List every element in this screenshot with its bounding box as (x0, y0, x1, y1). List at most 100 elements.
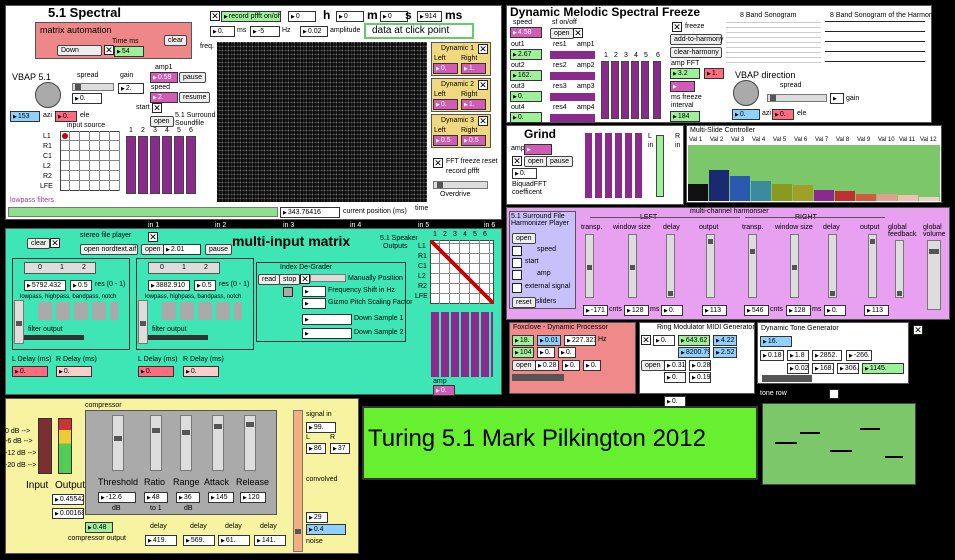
value[interactable]: 0. (661, 305, 683, 316)
out-value[interactable]: 0. (510, 91, 542, 102)
vbap-dial[interactable] (35, 82, 61, 108)
matrix-clear-toggle[interactable]: ✕ (50, 238, 60, 248)
compressor-output-value[interactable]: 0.48 (85, 522, 113, 533)
tonegen-v5[interactable]: -266. (846, 350, 872, 361)
out-value[interactable]: 0. (510, 112, 542, 123)
filter-2-gain-slider[interactable] (138, 300, 148, 344)
output-value[interactable]: 0.00168 (52, 508, 84, 519)
automation-toggle[interactable]: ✕ (104, 45, 114, 55)
slide-bar[interactable] (814, 190, 834, 201)
amp1-value[interactable]: 0.59 (150, 72, 178, 83)
direction-spread-slider[interactable] (767, 94, 827, 102)
comp-value[interactable]: -12.6 (98, 492, 136, 503)
l-delay-1[interactable]: 0. (12, 366, 48, 377)
ringmod-v9[interactable]: 0.19 (689, 372, 711, 383)
dynamic-2-l[interactable]: 0. (433, 99, 458, 110)
minutes-value[interactable]: 0 (336, 11, 364, 22)
signal-in-value[interactable]: 99. (306, 422, 336, 433)
global-volume-slider[interactable] (927, 240, 941, 310)
stereo-player-toggle[interactable]: ✕ (148, 232, 158, 242)
direction-ele-value[interactable]: 0. (772, 109, 794, 120)
grind-meters[interactable] (585, 133, 645, 198)
filter-1-freq[interactable]: 5792.432 (24, 280, 66, 291)
amp-value[interactable]: 0. (433, 385, 455, 396)
slide-bar[interactable] (898, 195, 918, 201)
speed-value[interactable]: 2. (150, 92, 178, 103)
foxglove-v8[interactable]: 0. (562, 360, 580, 371)
amp-fft-value-2[interactable]: 1. (704, 68, 724, 79)
slide-bar[interactable] (919, 197, 939, 201)
interval-value[interactable]: 184 (670, 111, 700, 122)
slide-bar[interactable] (793, 185, 813, 201)
ringmod-v1[interactable]: 0. (653, 335, 675, 346)
filter-2-freq[interactable]: 3882.910 (148, 280, 190, 291)
overdrive-slider[interactable] (433, 181, 488, 189)
filter-2-icons[interactable] (162, 302, 242, 320)
degrader-toggle[interactable]: ✕ (300, 274, 310, 284)
ele-value[interactable]: 0. (55, 111, 77, 122)
grind-pause-button[interactable]: pause (546, 156, 574, 167)
resume-button[interactable]: resume (179, 92, 211, 103)
slide-bar[interactable] (856, 194, 876, 201)
ringmod-v7[interactable]: 0.28 (689, 360, 711, 371)
dynamic-3-l[interactable]: 0.5 (433, 135, 458, 146)
value[interactable]: 113 (702, 305, 727, 316)
harmonizer-open-button[interactable]: open (512, 233, 536, 244)
harmonizer-amp-toggle[interactable] (512, 270, 522, 280)
ringmod-v8[interactable]: 0. (664, 372, 686, 383)
slider[interactable] (706, 234, 715, 298)
meter[interactable] (150, 136, 160, 194)
start-toggle[interactable]: ✕ (152, 103, 162, 113)
value[interactable]: 546 (744, 305, 769, 316)
filter-1-tab[interactable]: 1 (60, 264, 64, 271)
filter-1-tab[interactable]: 2 (82, 264, 86, 271)
spread-value[interactable]: 0. (72, 93, 102, 104)
delay-value[interactable]: 569. (183, 535, 215, 546)
comp-value[interactable]: 48 (144, 492, 168, 503)
direction-dropdown[interactable]: Down (57, 45, 102, 56)
delay-value[interactable]: 141. (254, 535, 286, 546)
tonegen-v6[interactable]: 0.02 (787, 363, 809, 374)
amp-fft-value[interactable]: 3.2 (670, 68, 700, 79)
filter-2-res[interactable]: 0.5 (194, 280, 216, 291)
tone-row-button[interactable] (829, 389, 839, 399)
foxglove-v6[interactable]: 0. (558, 347, 576, 358)
slide-bar[interactable] (688, 184, 708, 201)
ms2-value[interactable]: 914 (417, 11, 442, 22)
slide-bar[interactable] (772, 184, 792, 201)
tonegen-v2[interactable]: 0.18 (760, 350, 784, 361)
read-button[interactable]: read (258, 274, 281, 285)
pause-button[interactable]: pause (179, 72, 207, 83)
slider[interactable] (628, 234, 637, 298)
direction-azi-value[interactable]: 0. (732, 109, 760, 120)
freq-shift-value[interactable] (302, 286, 326, 297)
attack-slider[interactable] (212, 415, 224, 471)
meter[interactable] (641, 61, 649, 119)
hz-value[interactable]: -5 (250, 26, 280, 37)
noise-value-1[interactable]: 29 (306, 512, 328, 523)
meter[interactable] (611, 61, 619, 119)
seconds-value[interactable]: 0 (380, 11, 408, 22)
grind-value-1[interactable]: 0. (512, 168, 537, 179)
dynamic-3-toggle[interactable]: ✕ (478, 116, 488, 126)
dynamic-3-r[interactable]: 0.5 (461, 135, 486, 146)
clear-harmony-button[interactable]: clear-harmony (670, 47, 722, 58)
gizmo-value[interactable] (302, 298, 326, 309)
filter-1-icons[interactable] (38, 302, 118, 320)
dynamic-1-toggle[interactable]: ✕ (478, 44, 488, 54)
input-value[interactable]: 0.45542 (52, 494, 84, 505)
vbap-direction-dial[interactable] (733, 80, 759, 106)
filter-2-tab[interactable]: 1 (182, 264, 186, 271)
signal-R-value[interactable]: 37 (330, 443, 350, 454)
position-bar[interactable] (8, 207, 278, 217)
ms-freeze-value[interactable] (670, 81, 695, 92)
value[interactable]: 128 (624, 305, 649, 316)
harmonizer-ext-toggle[interactable] (512, 283, 522, 293)
melodic-speed-value[interactable]: 4.58 (510, 27, 542, 38)
tonegen-v3[interactable]: 1.8 (787, 350, 809, 361)
record-toggle[interactable]: ✕ (210, 11, 220, 21)
signal-in-slider[interactable] (293, 410, 303, 552)
slider[interactable] (585, 234, 594, 298)
foxglove-v2[interactable]: 0.01 (537, 335, 561, 346)
meter[interactable] (621, 61, 629, 119)
